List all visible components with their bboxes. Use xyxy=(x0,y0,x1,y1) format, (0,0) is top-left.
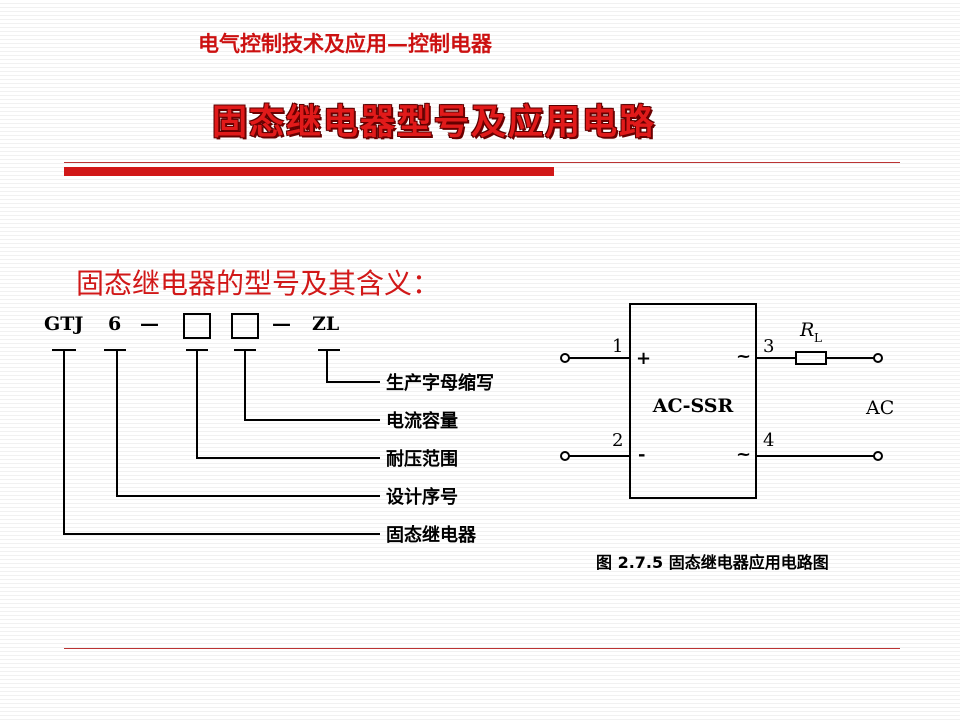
leader-line-manufacturer xyxy=(326,350,380,383)
model-dash-2: — xyxy=(272,313,291,335)
model-brackets xyxy=(52,349,380,535)
ssr-label: AC-SSR xyxy=(652,395,734,417)
tilde-bottom: ~ xyxy=(736,444,751,465)
ssr-block xyxy=(629,303,757,499)
model-code-diagram: GTJ 6 — — ZL 生产字母缩写 电流容量 耐压范围 设计序号 固态继电器 xyxy=(44,313,494,546)
model-box-voltage xyxy=(183,313,211,339)
load-label-subscript: L xyxy=(814,331,822,345)
terminal-input-2 xyxy=(560,451,570,461)
pin-2-label: 2 xyxy=(612,430,623,451)
course-title: 电气控制技术及应用—控制电器 xyxy=(198,31,492,56)
bottom-divider xyxy=(64,648,900,649)
pin-1-label: 1 xyxy=(612,336,623,357)
model-prefix: GTJ xyxy=(44,313,83,335)
slide-title: 固态继电器型号及应用电路 xyxy=(212,102,657,143)
terminal-input-1 xyxy=(560,353,570,363)
terminal-ac-top xyxy=(873,353,883,363)
load-resistor xyxy=(795,351,827,365)
leader-line-design xyxy=(116,350,380,497)
application-circuit: AC-SSR 1 2 3 4 + - ~ ~ R L AC 图 2. xyxy=(560,303,894,572)
meaning-current: 电流容量 xyxy=(386,410,458,432)
pin-4-label: 4 xyxy=(763,430,774,451)
model-number: 6 xyxy=(108,313,121,335)
plus-sign: + xyxy=(636,348,651,369)
meaning-ssr: 固态继电器 xyxy=(386,524,477,546)
circuit-caption: 图 2.7.5 固态继电器应用电路图 xyxy=(596,553,829,572)
ac-source-label: AC xyxy=(865,397,894,419)
meaning-design: 设计序号 xyxy=(386,486,458,508)
meaning-voltage: 耐压范围 xyxy=(386,448,458,470)
model-dash-1: — xyxy=(140,313,159,335)
model-box-current xyxy=(231,313,259,339)
tilde-top: ~ xyxy=(736,346,751,367)
meaning-manufacturer: 生产字母缩写 xyxy=(386,372,494,394)
leader-line-ssr xyxy=(63,350,380,535)
pin-3-label: 3 xyxy=(763,336,774,357)
minus-sign: - xyxy=(638,444,645,465)
terminal-ac-bottom xyxy=(873,451,883,461)
model-suffix: ZL xyxy=(312,313,339,335)
top-divider-thick xyxy=(64,167,554,176)
model-heading: 固态继电器的型号及其含义： xyxy=(76,267,441,300)
load-label: R xyxy=(799,319,814,341)
top-divider-thin xyxy=(64,162,900,163)
leader-line-current xyxy=(244,350,380,421)
leader-line-voltage xyxy=(196,350,380,459)
